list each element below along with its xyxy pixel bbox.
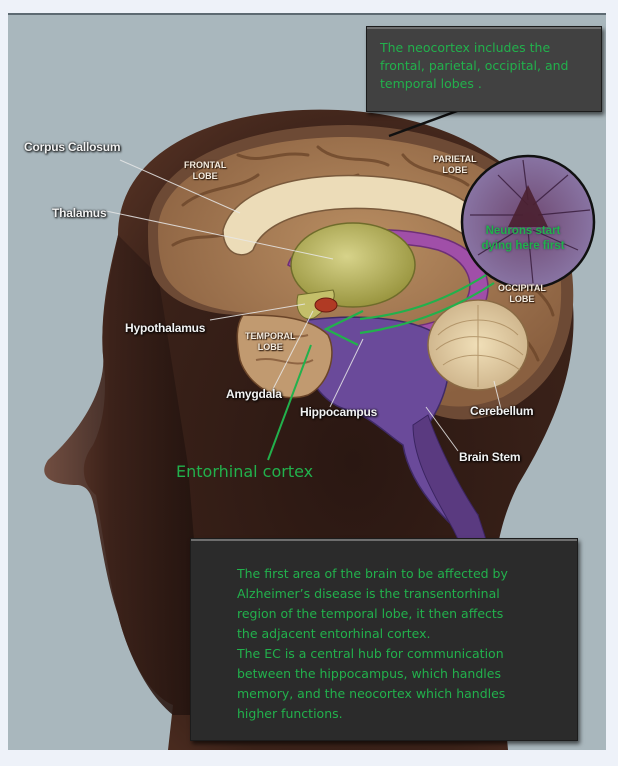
label-hypothalamus: Hypothalamus bbox=[125, 321, 206, 335]
entorhinal-cortex-label: Entorhinal cortex bbox=[176, 462, 314, 481]
alzheimers-callout: The first area of the brain to be affect… bbox=[190, 538, 578, 741]
label-hippocampus: Hippocampus bbox=[300, 405, 378, 419]
neocortex-callout-text: The neocortex includes the frontal, pari… bbox=[380, 40, 569, 91]
alzheimers-callout-text: The first area of the brain to be affect… bbox=[237, 566, 508, 721]
neocortex-callout: The neocortex includes the frontal, pari… bbox=[366, 26, 602, 112]
label-corpus-callosum: Corpus Callosum bbox=[24, 140, 121, 154]
label-cerebellum: Cerebellum bbox=[470, 404, 534, 418]
neuron-inset-label: Neurons start dying here first bbox=[481, 225, 565, 252]
label-amygdala: Amygdala bbox=[226, 387, 282, 401]
brain-diagram-image: Corpus Callosum Thalamus Hypothalamus Am… bbox=[8, 13, 606, 750]
label-parietal-lobe: PARIETAL LOBE bbox=[433, 154, 477, 175]
label-brain-stem: Brain Stem bbox=[459, 450, 521, 464]
label-thalamus: Thalamus bbox=[52, 206, 107, 220]
label-temporal-lobe: TEMPORAL LOBE bbox=[245, 331, 296, 352]
label-occipital-lobe: OCCIPITAL LOBE bbox=[498, 283, 546, 304]
label-frontal-lobe: FRONTAL LOBE bbox=[184, 160, 227, 181]
